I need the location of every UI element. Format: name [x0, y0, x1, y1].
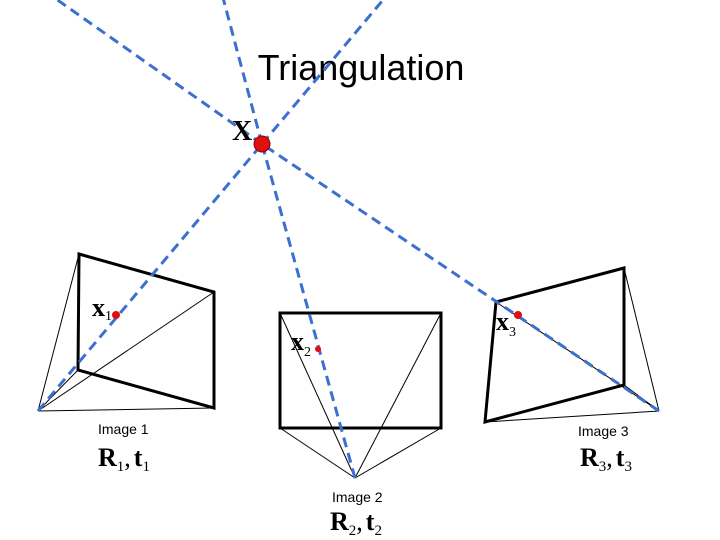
camera-2-frustum-edge [279, 427, 356, 479]
ray-camera-2 [260, 143, 357, 479]
point-x-label: X [232, 116, 252, 147]
camera-1-frustum-edge [37, 407, 215, 412]
camera-1 [37, 252, 216, 412]
ray-camera-3-extension [54, 0, 263, 146]
camera-3-frustum-edge [623, 267, 660, 412]
camera-2-frustum-edge [279, 312, 356, 479]
camera-3 [483, 266, 660, 425]
image-1-label: Image 1 [98, 421, 149, 437]
point-x-marker [253, 135, 271, 153]
ray-camera-3 [261, 142, 660, 413]
camera-2-frustum-edge [354, 312, 442, 479]
projection-x1-marker [112, 311, 120, 319]
camera-3-frustum-edge [484, 410, 660, 423]
projection-x2-marker [315, 346, 321, 352]
pose-3-label: R3,t3 [580, 443, 632, 475]
ray-camera-1-extension [260, 0, 385, 145]
ray-camera-2-extension [222, 0, 264, 145]
pose-1-label: R1,t1 [98, 443, 150, 475]
projection-x3-label: x3 [496, 307, 516, 340]
camera-3-image-plane [483, 266, 626, 425]
camera-2 [278, 311, 443, 479]
camera-2-frustum-edge [354, 427, 442, 479]
diagram-title: Triangulation [258, 47, 465, 88]
camera-2-image-plane [278, 311, 443, 430]
camera-1-frustum-edge [37, 291, 215, 412]
projection-x2-label: x2 [291, 327, 311, 360]
camera-1-image-plane [76, 252, 216, 410]
ray-camera-1 [36, 143, 264, 412]
image-2-label: Image 2 [332, 489, 383, 505]
projection-x1-label: x1 [92, 293, 112, 324]
image-3-label: Image 3 [578, 423, 629, 439]
camera-1-frustum-edge [37, 253, 80, 412]
pose-2-label: R2,t2 [330, 507, 382, 539]
projection-x3-marker [514, 311, 522, 319]
